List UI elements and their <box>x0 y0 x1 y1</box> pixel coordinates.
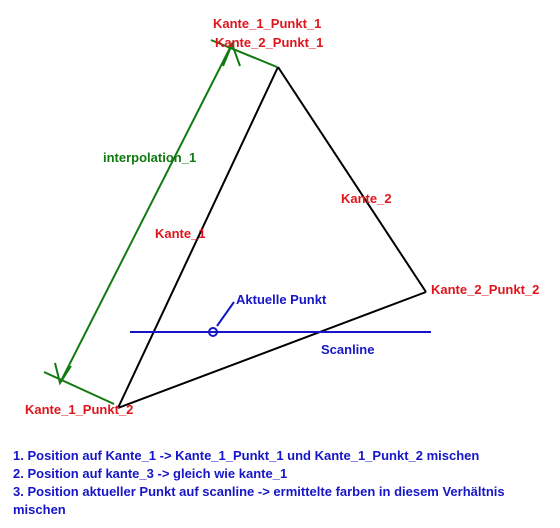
interpolation-line <box>59 43 233 384</box>
interpolation-arrowhead-top <box>222 41 241 67</box>
edge-kante-1 <box>117 66 279 409</box>
label-kante-2: Kante_2 <box>341 191 392 206</box>
instruction-item: 3. Position aktueller Punkt auf scanline… <box>13 484 505 517</box>
label-kante-1: Kante_1 <box>155 226 206 241</box>
instructions-list: 1. Position auf Kante_1 -> Kante_1_Punkt… <box>13 447 553 519</box>
instruction-item: 2. Position auf kante_3 -> gleich wie ka… <box>13 466 288 481</box>
edge-kante-3 <box>117 291 427 409</box>
edge-kante-2 <box>277 66 427 293</box>
interpolation-arrowhead-bottom <box>54 362 72 386</box>
label-scanline: Scanline <box>321 342 375 357</box>
label-kante-1-punkt-2: Kante_1_Punkt_2 <box>25 402 134 417</box>
interpolation-extension-bottom <box>43 371 115 405</box>
instruction-item: 1. Position auf Kante_1 -> Kante_1_Punkt… <box>13 448 480 463</box>
label-aktuelle-punkt: Aktuelle Punkt <box>236 292 327 307</box>
interpolation-extension-top <box>210 39 278 68</box>
current-point-pointer <box>216 301 235 327</box>
label-interpolation: interpolation_1 <box>103 150 197 165</box>
current-point-marker <box>208 327 218 337</box>
label-kante-1-punkt-1: Kante_1_Punkt_1 <box>213 16 322 31</box>
label-kante-2-punkt-1: Kante_2_Punkt_1 <box>215 35 324 50</box>
label-kante-2-punkt-2: Kante_2_Punkt_2 <box>431 282 540 297</box>
